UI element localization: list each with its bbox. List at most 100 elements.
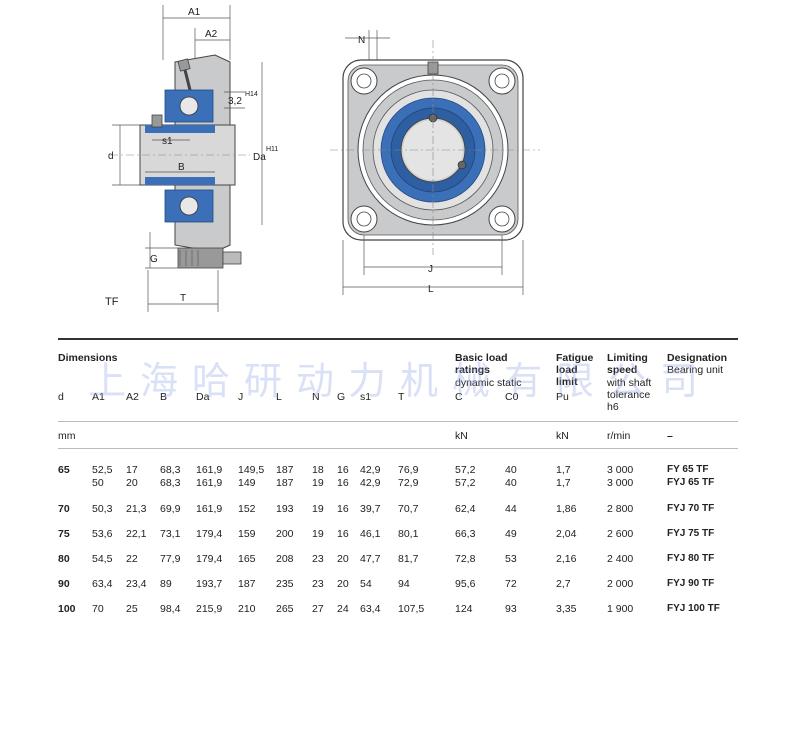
- cell-t: 80,1: [398, 528, 419, 540]
- label-d: d: [108, 151, 114, 162]
- cell-j: 149: [238, 477, 256, 489]
- header-designation-sub: Bearing unit: [667, 364, 724, 376]
- mounting-holes: [350, 67, 516, 233]
- cell-a1: 70: [92, 603, 104, 615]
- column-symbol-l: L: [276, 391, 282, 403]
- cell-da: 161,9: [196, 464, 223, 476]
- cell-d: 100: [58, 603, 76, 615]
- header-load-ratings-sub: dynamic static: [455, 377, 522, 389]
- cell-c: 95,6: [455, 578, 476, 590]
- header-fatigue: Fatigue load limit: [556, 352, 594, 388]
- cell-c: 57,2: [455, 464, 476, 476]
- column-symbol-a2: A2: [126, 391, 139, 403]
- cell-s1: 46,1: [360, 528, 381, 540]
- cell-j: 149,5: [238, 464, 265, 476]
- column-symbol-a1: A1: [92, 391, 105, 403]
- table-top-rule: [58, 338, 738, 340]
- cell-a1: 53,6: [92, 528, 113, 540]
- cell-b: 89: [160, 578, 172, 590]
- label-3-2: 3,2: [228, 96, 242, 107]
- cell-designation: FY 65 TF: [667, 464, 709, 475]
- cell-c: 62,4: [455, 503, 476, 515]
- cell-da: 193,7: [196, 578, 223, 590]
- cell-b: 69,9: [160, 503, 181, 515]
- column-symbol-da: Da: [196, 391, 210, 403]
- cell-da: 161,9: [196, 477, 223, 489]
- cell-g: 16: [337, 464, 349, 476]
- cell-t: 107,5: [398, 603, 425, 615]
- cell-c0: 53: [505, 553, 517, 565]
- label-A1: A1: [188, 7, 201, 18]
- front-view: N J L: [330, 30, 540, 295]
- cell-a1: 50: [92, 477, 104, 489]
- cell-l: 265: [276, 603, 294, 615]
- label-H11: H11: [266, 146, 278, 153]
- cell-pu: 2,7: [556, 578, 571, 590]
- cell-b: 68,3: [160, 464, 181, 476]
- cell-n: 18: [312, 464, 324, 476]
- cell-d: 75: [58, 528, 70, 540]
- cell-d: 90: [58, 578, 70, 590]
- cell-da: 215,9: [196, 603, 223, 615]
- cell-a2: 20: [126, 477, 138, 489]
- drawing-caption: TF: [105, 296, 119, 308]
- label-L: L: [428, 284, 434, 295]
- cell-n: 19: [312, 503, 324, 515]
- unit-speed: r/min: [607, 430, 631, 442]
- cell-a2: 17: [126, 464, 138, 476]
- cell-s1: 42,9: [360, 477, 381, 489]
- cell-t: 81,7: [398, 553, 419, 565]
- cell-speed: 3 000: [607, 464, 634, 476]
- cell-designation: FYJ 70 TF: [667, 503, 715, 514]
- cell-n: 27: [312, 603, 324, 615]
- cell-j: 187: [238, 578, 256, 590]
- cell-pu: 1,7: [556, 464, 571, 476]
- cell-c: 124: [455, 603, 473, 615]
- unit-mm: mm: [58, 430, 76, 442]
- column-symbol-c: C: [455, 391, 463, 403]
- cell-j: 165: [238, 553, 256, 565]
- header-dimensions: Dimensions: [58, 352, 118, 364]
- column-symbol-c0: C0: [505, 391, 519, 403]
- cell-d: 70: [58, 503, 70, 515]
- side-section-view: A1 A2 3,2 H14 d s1 B Da H11 G T: [108, 5, 278, 312]
- cell-pu: 1,7: [556, 477, 571, 489]
- cell-a2: 23,4: [126, 578, 147, 590]
- cell-a2: 25: [126, 603, 138, 615]
- cell-n: 23: [312, 553, 324, 565]
- cell-designation: FYJ 65 TF: [667, 477, 715, 488]
- cell-da: 179,4: [196, 528, 223, 540]
- label-Da: Da: [253, 152, 266, 163]
- cell-speed: 2 800: [607, 503, 634, 515]
- cell-c: 66,3: [455, 528, 476, 540]
- cell-c0: 49: [505, 528, 517, 540]
- label-J: J: [428, 264, 433, 275]
- column-symbol-n: N: [312, 391, 320, 403]
- header-speed: Limiting speed: [607, 352, 648, 376]
- column-symbol-d: d: [58, 391, 64, 403]
- cell-l: 235: [276, 578, 294, 590]
- cell-c0: 40: [505, 464, 517, 476]
- units-rule: [58, 448, 738, 449]
- cell-s1: 47,7: [360, 553, 381, 565]
- column-symbol-b: B: [160, 391, 168, 403]
- cell-s1: 42,9: [360, 464, 381, 476]
- cell-a2: 22: [126, 553, 138, 565]
- cell-designation: FYJ 100 TF: [667, 603, 720, 614]
- cell-c: 57,2: [455, 477, 476, 489]
- cell-t: 72,9: [398, 477, 419, 489]
- cell-g: 20: [337, 553, 349, 565]
- cell-designation: FYJ 75 TF: [667, 528, 715, 539]
- cell-b: 98,4: [160, 603, 181, 615]
- unit-kn-fatigue: kN: [556, 430, 569, 442]
- cell-t: 94: [398, 578, 410, 590]
- cell-g: 16: [337, 503, 349, 515]
- cell-g: 16: [337, 528, 349, 540]
- cell-pu: 3,35: [556, 603, 577, 615]
- cell-n: 19: [312, 528, 324, 540]
- label-s1: s1: [162, 136, 173, 147]
- header-rule: [58, 421, 738, 422]
- cell-g: 16: [337, 477, 349, 489]
- cell-b: 77,9: [160, 553, 181, 565]
- cell-da: 161,9: [196, 503, 223, 515]
